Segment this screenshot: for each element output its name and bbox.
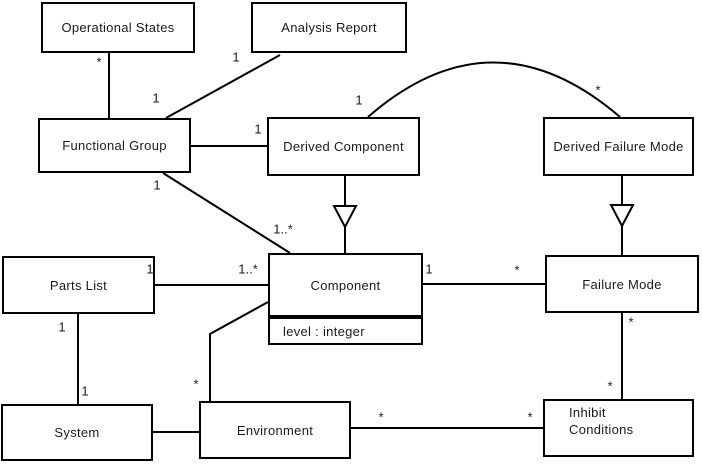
multiplicity-parts-list-end-component: 1 xyxy=(146,261,154,277)
class-name-label: Inhibit Conditions xyxy=(569,405,634,437)
multiplicity-inhibit-end-environment: * xyxy=(527,409,533,425)
class-component-attributes: level : integer xyxy=(268,317,423,345)
class-system: System xyxy=(1,404,153,461)
class-failure-mode: Failure Mode xyxy=(545,255,699,313)
multiplicity-component-end-parts-list: 1..* xyxy=(238,261,258,277)
edge-component-environment xyxy=(209,301,269,401)
multiplicity-component-end-failure-mode: 1 xyxy=(425,261,433,277)
class-name-label: Derived Failure Mode xyxy=(553,139,684,154)
multiplicity-operational-states-end: * xyxy=(96,54,102,70)
attribute-label: level : integer xyxy=(283,323,365,339)
class-parts-list: Parts List xyxy=(2,256,155,314)
class-name-label: Derived Component xyxy=(283,139,404,154)
class-name-label: Component xyxy=(310,277,381,293)
class-name-label: Parts List xyxy=(49,277,108,293)
multiplicity-derived-failure-mode-end-arc: * xyxy=(595,82,601,98)
class-component: Component xyxy=(268,253,423,317)
edge-functional-group-component xyxy=(162,172,291,254)
class-name-label: Operational States xyxy=(61,20,175,35)
multiplicity-parts-list-end-system: 1 xyxy=(58,319,66,335)
edge-derived-component-derived-failure-mode xyxy=(367,61,621,118)
multiplicity-derived-component-end-arc: 1 xyxy=(355,92,363,108)
multiplicity-analysis-report-end: 1 xyxy=(232,49,240,65)
multiplicity-failure-mode-end-component: * xyxy=(514,262,520,278)
multiplicity-inhibit-end-failure-mode: * xyxy=(607,378,613,394)
class-functional-group: Functional Group xyxy=(38,118,191,173)
multiplicity-environment-end-component: * xyxy=(193,376,199,392)
multiplicity-system-end-parts-list: 1 xyxy=(81,383,89,399)
class-environment: Environment xyxy=(199,401,351,459)
class-derived-failure-mode: Derived Failure Mode xyxy=(543,117,694,176)
multiplicity-functional-group-end-component: 1 xyxy=(153,177,161,193)
class-analysis-report: Analysis Report xyxy=(251,2,407,53)
class-name-label: Functional Group xyxy=(62,138,167,153)
multiplicity-environment-end-inhibit: * xyxy=(378,409,384,425)
class-inhibit-conditions: Inhibit Conditions xyxy=(543,399,694,457)
multiplicity-component-end-functional-group: 1..* xyxy=(273,221,293,237)
multiplicity-failure-mode-end-inhibit: * xyxy=(628,314,634,330)
edge-analysis-report-functional-group xyxy=(165,54,281,119)
class-name-label: System xyxy=(54,425,100,440)
class-name-label: Analysis Report xyxy=(281,20,377,35)
class-name-label: Failure Mode xyxy=(582,276,662,292)
class-name-label: Environment xyxy=(236,422,314,438)
class-operational-states: Operational States xyxy=(41,2,195,53)
generalization-triangle-icon xyxy=(609,204,635,229)
multiplicity-derived-component-end: 1 xyxy=(254,121,262,137)
multiplicity-functional-group-end-analysis: 1 xyxy=(152,90,160,106)
class-derived-component: Derived Component xyxy=(267,117,420,176)
generalization-triangle-icon xyxy=(332,205,358,230)
